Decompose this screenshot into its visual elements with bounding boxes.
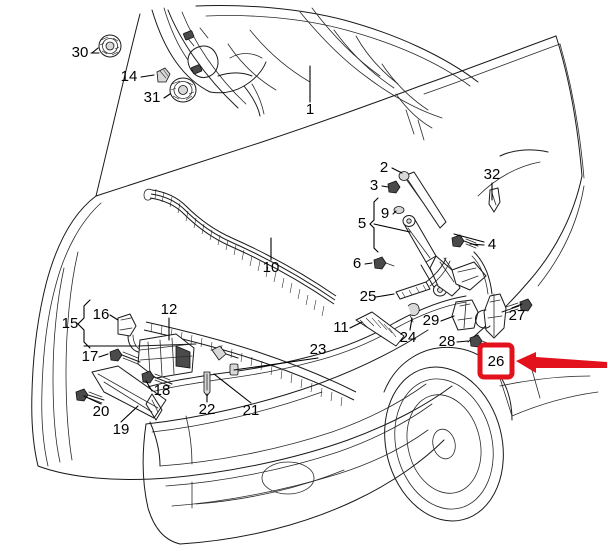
highlight-annotation: 26 (477, 342, 607, 380)
callout-16: 16 (93, 306, 110, 323)
callout-31: 31 (144, 89, 161, 106)
leader-lines (77, 47, 523, 423)
highlight-number: 26 (488, 353, 505, 370)
hood-panel-part-1 (167, 5, 479, 141)
lock-carrier-assembly (75, 313, 357, 421)
callout-15: 15 (62, 315, 79, 332)
callout-30: 30 (72, 44, 89, 61)
callout-23: 23 (310, 341, 327, 358)
callout-32: 32 (484, 166, 501, 183)
callout-25: 25 (360, 288, 377, 305)
callout-6: 6 (353, 255, 361, 272)
callout-22: 22 (199, 401, 216, 418)
cowl-hinge-assembly (151, 7, 267, 117)
callout-9: 9 (381, 205, 389, 222)
grommet-part-30 (98, 34, 122, 58)
highlight-box-26 (477, 342, 515, 380)
callout-21: 21 (243, 402, 260, 419)
callout-27: 27 (509, 307, 526, 324)
car-body-outline (31, 13, 599, 545)
callout-4: 4 (488, 236, 496, 253)
hood-seal-part-10 (143, 188, 337, 317)
callout-10: 10 (263, 259, 280, 276)
callout-20: 20 (93, 403, 110, 420)
callout-2: 2 (380, 159, 388, 176)
callout-5: 5 (358, 215, 366, 232)
callout-17: 17 (82, 348, 99, 365)
callout-3: 3 (370, 177, 378, 194)
callout-28: 28 (439, 333, 456, 350)
callout-numbers: 30 14 31 1 2 3 32 9 5 4 6 10 25 29 27 16… (62, 44, 526, 438)
gas-strut-assembly (373, 171, 501, 297)
callout-18: 18 (154, 382, 171, 399)
callout-19: 19 (113, 421, 130, 438)
callout-1: 1 (306, 101, 314, 118)
callout-29: 29 (423, 312, 440, 329)
callout-24: 24 (400, 329, 417, 346)
hood-latch-assembly (451, 251, 533, 348)
callout-11: 11 (333, 319, 349, 336)
callout-14: 14 (121, 68, 138, 85)
clip-part-14 (156, 67, 171, 83)
highlight-arrow (516, 352, 607, 373)
callout-12: 12 (161, 301, 178, 318)
grommet-part-31 (169, 77, 197, 103)
